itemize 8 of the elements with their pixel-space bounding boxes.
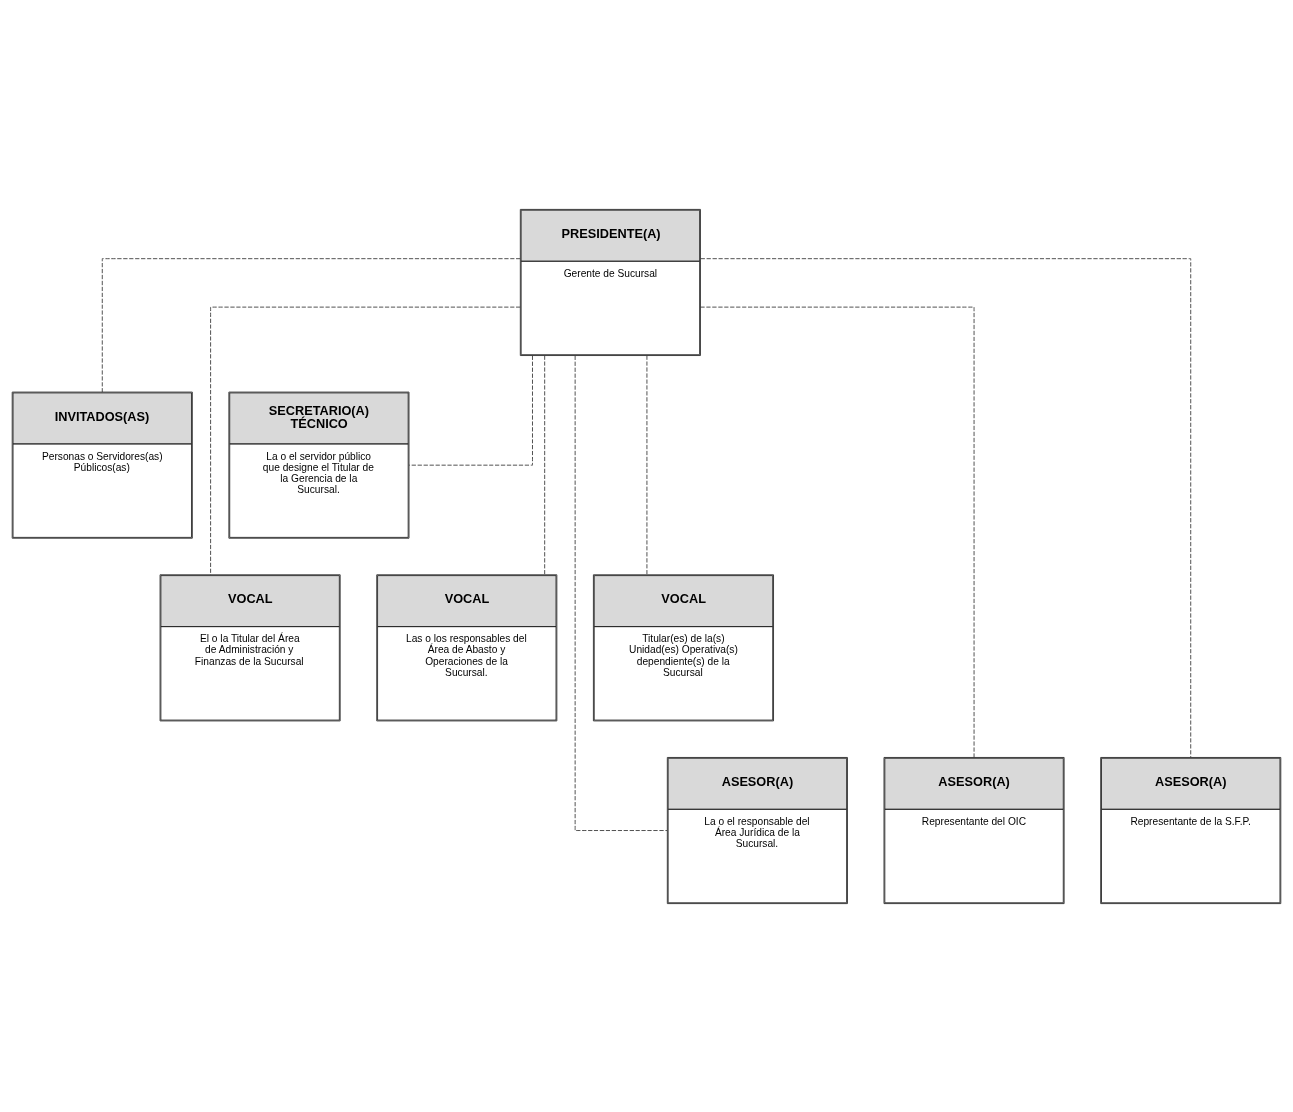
connector (101, 257, 521, 392)
connector (210, 306, 521, 575)
connector (700, 257, 1192, 758)
connector (574, 354, 668, 831)
connector (544, 354, 546, 575)
connector (646, 354, 648, 575)
connector (700, 306, 975, 758)
connector (408, 354, 533, 466)
